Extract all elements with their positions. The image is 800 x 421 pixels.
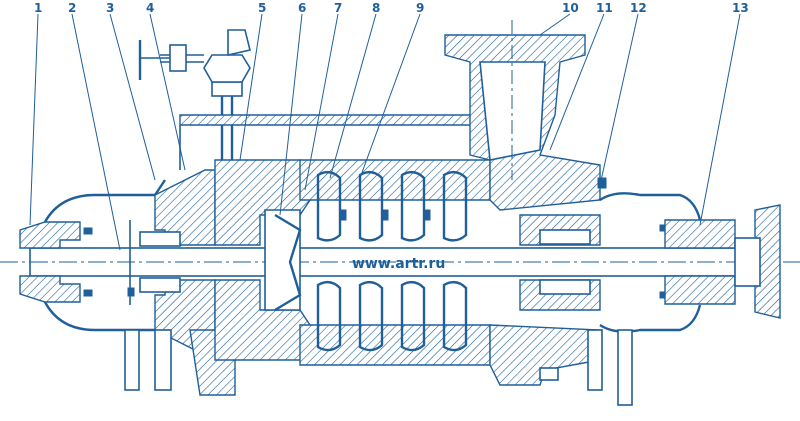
- impeller-stage-1: [316, 170, 342, 352]
- callout-7: 7: [334, 1, 342, 15]
- suction-chamber: [214, 159, 311, 361]
- callout-13: 13: [732, 1, 749, 15]
- callout-4: 4: [146, 1, 154, 15]
- callout-numbers: 1 2 3 4 5 6 7 8 9 10 11 12 13: [34, 1, 749, 15]
- callout-2: 2: [68, 1, 76, 15]
- callout-12: 12: [630, 1, 647, 15]
- balance-valve: [138, 29, 251, 172]
- right-seal-bearing: [519, 177, 702, 333]
- right-foot: [587, 329, 633, 406]
- left-bearing-housing: [19, 179, 166, 341]
- right-bearing-housing: [664, 204, 781, 319]
- impeller-stage-4: [442, 170, 468, 352]
- callout-1: 1: [34, 1, 42, 15]
- impeller-stage-2: [358, 170, 384, 352]
- discharge-casing: [444, 20, 601, 386]
- callout-6: 6: [298, 1, 306, 15]
- callout-9: 9: [416, 1, 424, 15]
- callout-3: 3: [106, 1, 114, 15]
- watermark-text: www.artr.ru: [352, 256, 445, 272]
- callout-8: 8: [372, 1, 380, 15]
- callout-10: 10: [562, 1, 579, 15]
- leader-lines: [29, 13, 741, 251]
- impeller-stage-3: [400, 170, 426, 352]
- callout-5: 5: [258, 1, 266, 15]
- impeller-stages: [299, 159, 491, 366]
- shaft: [29, 247, 751, 277]
- callout-11: 11: [596, 1, 613, 15]
